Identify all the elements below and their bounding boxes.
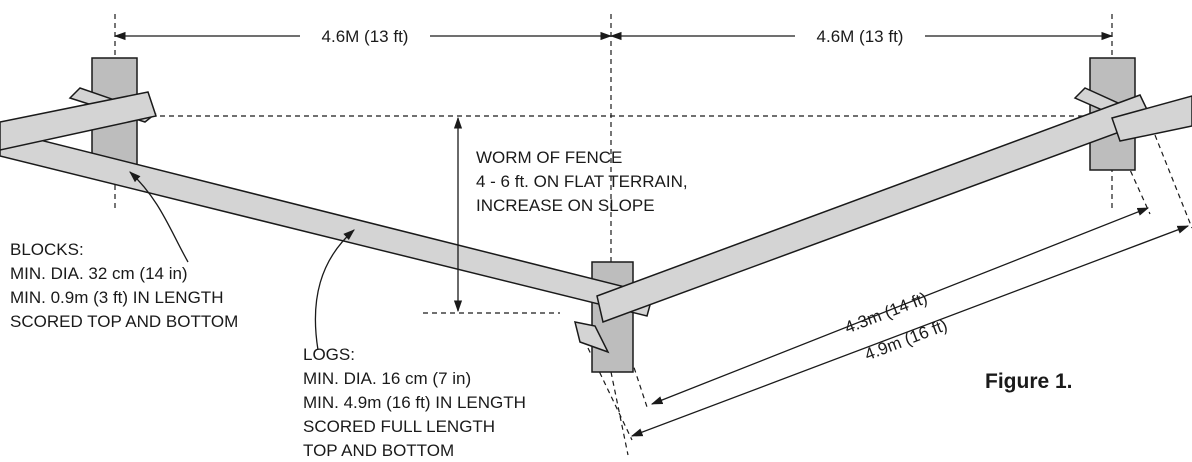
logs-line-4: SCORED FULL LENGTH: [303, 417, 495, 436]
worm-line-2: 4 - 6 ft. ON FLAT TERRAIN,: [476, 172, 688, 191]
logs-note: LOGS: MIN. DIA. 16 cm (7 in) MIN. 4.9m (…: [303, 345, 526, 460]
ext-inner-right: [1111, 129, 1151, 215]
logs-line-1: LOGS:: [303, 345, 355, 364]
logs-line-3: MIN. 4.9m (16 ft) IN LENGTH: [303, 393, 526, 412]
logs-line-5: TOP AND BOTTOM: [303, 441, 454, 460]
blocks-line-1: BLOCKS:: [10, 240, 84, 259]
dim-left-label: 4.6M (13 ft): [322, 27, 409, 46]
top-dimensions: 4.6M (13 ft) 4.6M (13 ft): [113, 27, 1114, 46]
blocks-line-2: MIN. DIA. 32 cm (14 in): [10, 264, 188, 283]
dim-right-label: 4.6M (13 ft): [817, 27, 904, 46]
worm-line-1: WORM OF FENCE: [476, 148, 622, 167]
blocks-line-3: MIN. 0.9m (3 ft) IN LENGTH: [10, 288, 223, 307]
worm-note: WORM OF FENCE 4 - 6 ft. ON FLAT TERRAIN,…: [476, 148, 688, 215]
logs-leader: [314, 229, 355, 351]
figure-label: Figure 1.: [985, 370, 1073, 393]
ext-outer-left: [587, 347, 633, 441]
right-log: [596, 94, 1154, 323]
blocks-line-4: SCORED TOP AND BOTTOM: [10, 312, 238, 331]
worm-line-3: INCREASE ON SLOPE: [476, 196, 655, 215]
dim-outer-diagonal: [630, 225, 1190, 437]
center-cross-stub: [573, 321, 610, 354]
blocks-leader: [129, 171, 189, 263]
diagonal-dimensions: 4.3m (14 ft) 4.9m (16 ft): [630, 207, 1190, 437]
blocks-note: BLOCKS: MIN. DIA. 32 cm (14 in) MIN. 0.9…: [10, 240, 238, 331]
logs-line-2: MIN. DIA. 16 cm (7 in): [303, 369, 471, 388]
left-top-log: [0, 91, 157, 151]
right-end-log: [1111, 95, 1192, 142]
